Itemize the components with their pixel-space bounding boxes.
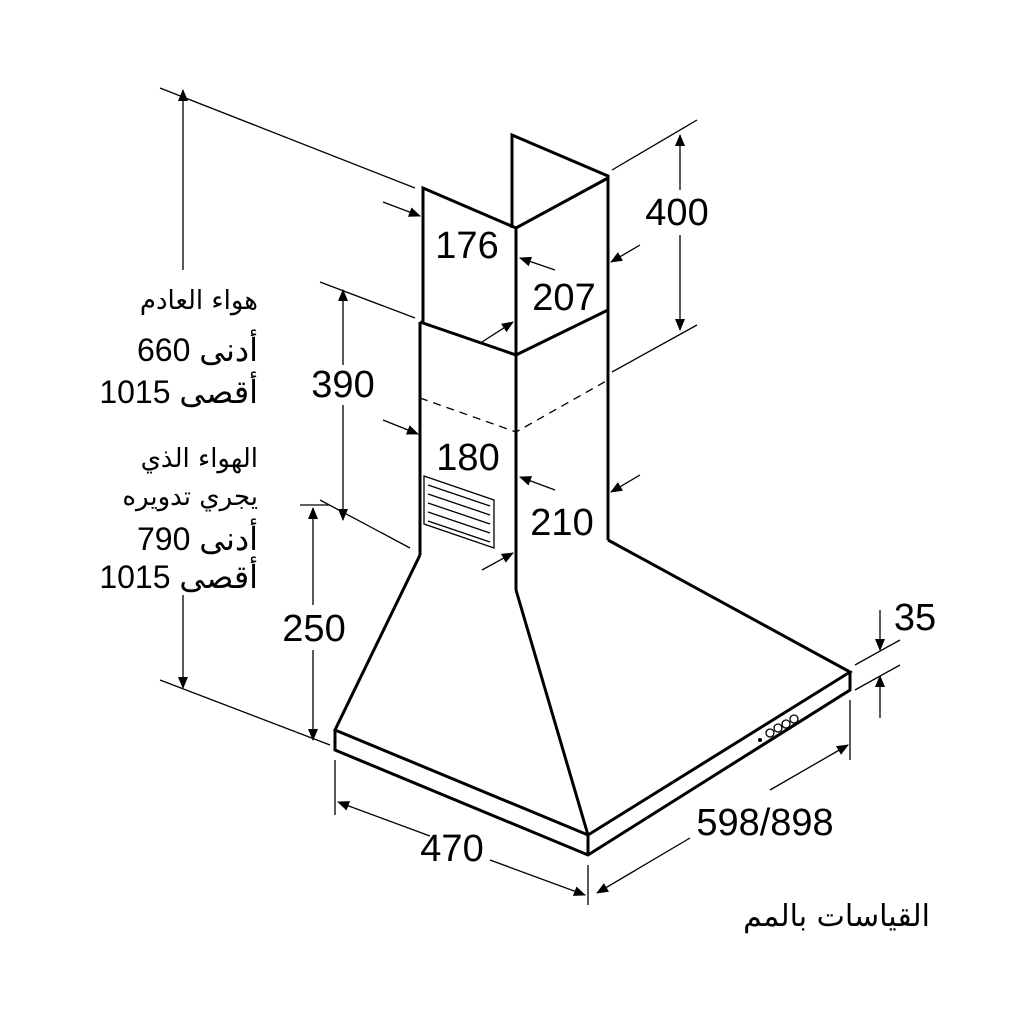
dim-598-898: 598/898	[696, 802, 833, 844]
dim-250: 250	[282, 608, 345, 650]
dim-400: 400	[645, 192, 708, 234]
recirculation-title-1: الهواء الذي	[140, 444, 258, 474]
vent-grille-icon	[423, 475, 495, 549]
hood-canopy	[332, 538, 853, 837]
hood-base-plate	[333, 672, 852, 857]
upper-chimney-back	[510, 132, 610, 310]
dim-470: 470	[420, 828, 483, 870]
dim-180: 180	[436, 437, 499, 479]
dim-176: 176	[435, 225, 498, 267]
hood-front-edge	[514, 589, 590, 836]
dim-210: 210	[530, 502, 593, 544]
control-buttons-icon	[758, 714, 799, 742]
dimension-values: 176 207 390 180 210 400 250 470 598/898 …	[282, 192, 936, 870]
dim-390: 390	[311, 364, 374, 406]
exhaust-air-min: أدنى 660	[137, 332, 258, 368]
exhaust-air-title: هواء العادم	[139, 286, 258, 316]
dimension-lines	[159, 87, 901, 905]
units-note: القياسات بالمم	[743, 899, 930, 934]
exhaust-air-max: أقصى 1015	[99, 374, 258, 410]
lower-chimney-edges	[418, 310, 610, 590]
recirculation-min: أدنى 790	[137, 521, 258, 557]
recirculation-max: أقصى 1015	[99, 559, 258, 595]
dim-207: 207	[532, 277, 595, 319]
dim-35: 35	[894, 597, 936, 639]
recirculation-title-2: يجري تدويره	[122, 482, 258, 512]
upper-chimney-top	[421, 176, 609, 322]
hood-drawing	[332, 132, 853, 857]
overlap-dashed-line	[419, 379, 609, 433]
